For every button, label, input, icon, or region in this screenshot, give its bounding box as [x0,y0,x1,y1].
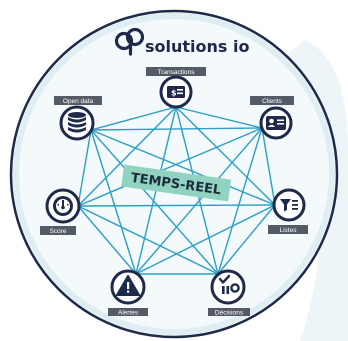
node-label-bg [108,308,148,316]
id-card-icon [266,116,286,130]
node-label: Alertes [118,310,139,317]
warning-icon [116,275,140,296]
node-label-bg [146,67,206,76]
node-label-bg [250,96,294,105]
edge-clients-listes [261,127,276,206]
node-ring [272,188,306,222]
edge-clients-opendata [90,127,263,131]
background-shape [280,40,348,341]
network-lines [77,106,276,275]
edge-transactions-score [77,106,177,207]
node-listes[interactable]: Listes [268,188,308,234]
edge-listes-opendata [90,129,276,206]
edge-clients-decisions [217,127,263,275]
edge-decisions-score [77,205,219,275]
edge-alertes-score [77,205,137,275]
edge-decisions-opendata [90,129,219,275]
node-ring [59,105,95,141]
edge-listes-decisions [217,204,276,275]
database-icon [68,112,86,133]
node-score[interactable]: Score [40,188,81,235]
node-opendata[interactable]: Open data [54,96,102,141]
node-label: Décisions [215,310,244,317]
edge-score-opendata [77,129,92,207]
edge-clients-alertes [135,127,263,275]
node-decisions[interactable]: Décisions [208,269,250,317]
node-transactions[interactable]: Transactions $ [146,67,206,109]
logo-mark-p [125,27,145,47]
edge-transactions-clients [175,106,263,129]
logo-text: solutions io [145,37,249,56]
node-label-bg [208,308,250,316]
node-alertes[interactable]: Alertes [108,269,148,317]
node-label-bg [268,225,308,234]
edge-listes-score [77,204,276,207]
edge-transactions-opendata [90,106,177,131]
logo: solutions io [114,27,249,56]
node-label: Listes [280,227,298,234]
edge-transactions-listes [175,106,276,206]
edge-alertes-opendata [90,129,137,275]
node-label: Open data [63,98,94,105]
node-label-bg [54,96,102,105]
inner-shadow-circle [13,13,335,335]
node-clients[interactable]: Clients [250,96,294,140]
gauge-icon [53,196,73,216]
center-badge-bg [121,164,232,202]
node-label: Score [50,228,67,235]
cash-icon: $ [167,86,185,98]
node-label: Clients [262,98,283,105]
node-label-bg [40,226,76,235]
edge-clients-score [77,127,263,207]
node-label: Transactions [158,69,196,76]
edge-listes-alertes [135,204,276,275]
decision-icon [218,274,240,294]
svg-text:$: $ [171,89,177,98]
filter-list-icon [280,199,298,212]
